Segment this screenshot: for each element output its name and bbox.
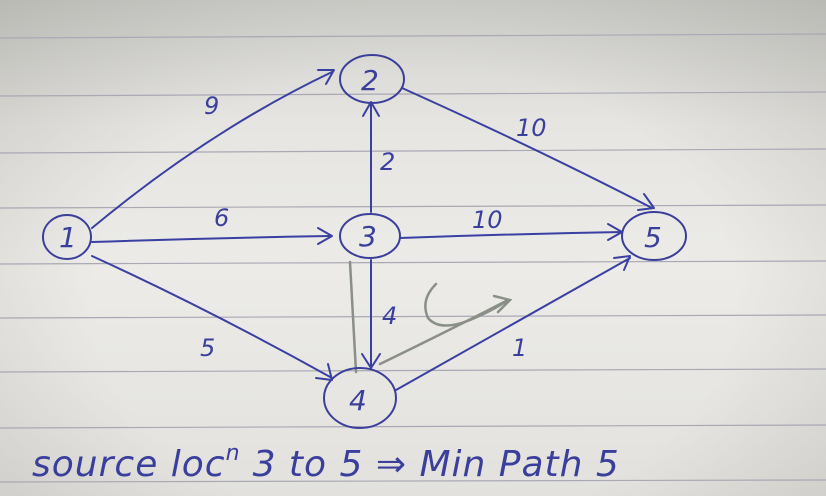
pencil-line-diagonal [378,298,510,366]
edge-4-5 [395,257,631,391]
node-3: 3 [339,213,401,259]
rule-line [0,424,826,429]
node-5-circle [621,211,687,261]
node-4-label: 4 [349,384,367,417]
node-2-circle [339,54,405,104]
pencil-line-vertical [348,260,358,374]
rule-line [0,204,826,209]
rule-line [0,260,826,265]
node-5-label: 5 [644,221,662,254]
edge-1-4 [91,255,333,379]
rule-line [0,368,826,373]
node-2: 2 [339,54,405,104]
caption-part-2: 3 to 5 ⇒ Min Path 5 [253,444,620,485]
node-4: 4 [323,367,397,429]
weight-4-5: 1 [512,334,527,362]
pencil-curl [424,282,510,327]
node-1-label: 1 [59,221,77,254]
weight-1-2: 9 [204,92,219,120]
pencil-annotations [348,260,513,374]
edge-weights: 9 6 5 2 10 10 4 1 [200,92,547,362]
node-3-circle [339,213,401,259]
arrowhead-3-4 [361,353,381,369]
caption: source locn 3 to 5 ⇒ Min Path 5 [32,441,620,485]
weight-3-4: 4 [382,302,397,330]
node-2-label: 2 [361,64,379,97]
arrowhead-1-2 [317,69,335,85]
edge-2-5 [401,87,653,209]
rule-line [0,33,826,39]
weight-3-5: 10 [472,206,503,234]
arrowhead-2-5 [637,193,655,211]
caption-superscript: n [226,441,241,466]
weight-1-3: 6 [214,204,229,232]
edges [91,69,655,391]
rule-line [0,314,826,319]
node-5: 5 [621,211,687,261]
rule-line [0,479,826,483]
arrowhead-4-5 [613,255,631,271]
node-1-circle [42,214,92,260]
pencil-arrowhead [492,294,513,314]
weight-3-2: 2 [380,148,395,176]
caption-part-1: source loc [32,444,226,485]
ruled-lines [0,33,826,483]
arrowhead-1-3 [317,227,333,245]
node-3-label: 3 [359,220,377,253]
weight-1-4: 5 [200,334,215,362]
rule-line [0,148,826,154]
node-4-circle [323,367,397,429]
edge-1-3 [91,235,331,243]
weight-2-5: 10 [516,114,547,142]
node-1: 1 [42,214,92,260]
nodes: 1 2 3 4 5 [42,54,687,429]
edge-3-5 [399,231,623,239]
edge-1-2 [91,71,333,229]
